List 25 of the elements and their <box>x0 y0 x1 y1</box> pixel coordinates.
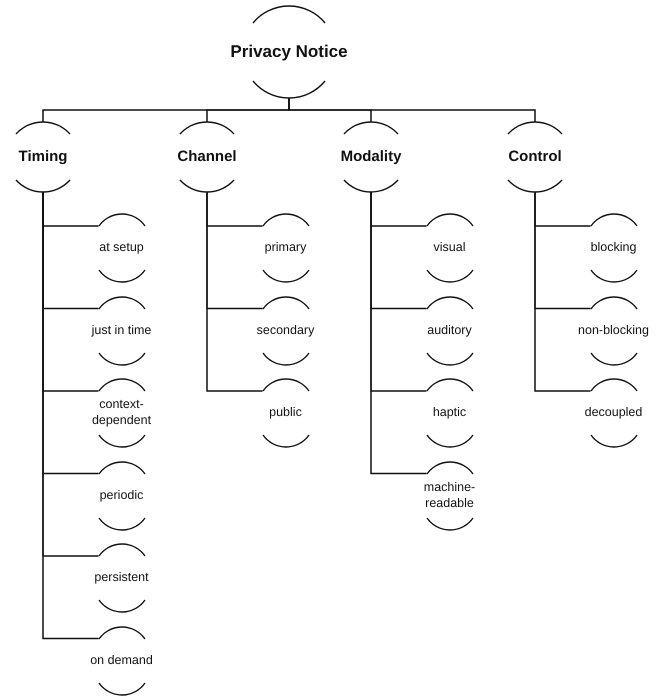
connector-line <box>206 192 262 392</box>
node-label: on demand <box>90 652 153 668</box>
connector-line <box>288 98 536 122</box>
node-label: primary <box>264 240 306 256</box>
node-label: auditory <box>427 322 472 338</box>
node-label: blocking <box>590 240 636 256</box>
node-label: at setup <box>99 240 144 256</box>
node-label: persistent <box>94 570 149 586</box>
node-label: Modality <box>340 148 402 166</box>
node-label: Privacy Notice <box>230 41 348 63</box>
node-label: secondary <box>256 322 314 338</box>
connector-line <box>370 192 426 474</box>
node-label: non-blocking <box>578 322 649 338</box>
node-label: just in time <box>92 322 152 338</box>
node-label: public <box>269 405 302 421</box>
node-label: haptic <box>432 405 466 421</box>
node-label: Channel <box>177 148 237 166</box>
node-label: visual <box>434 240 466 256</box>
node-label: decoupled <box>584 405 642 421</box>
node-label: Timing <box>18 148 68 166</box>
connector-line <box>534 192 590 392</box>
node-label: periodic <box>100 488 144 504</box>
node-label: context-dependent <box>90 397 152 429</box>
node-label: Control <box>508 148 562 166</box>
node-label: machine-readable <box>422 480 476 512</box>
